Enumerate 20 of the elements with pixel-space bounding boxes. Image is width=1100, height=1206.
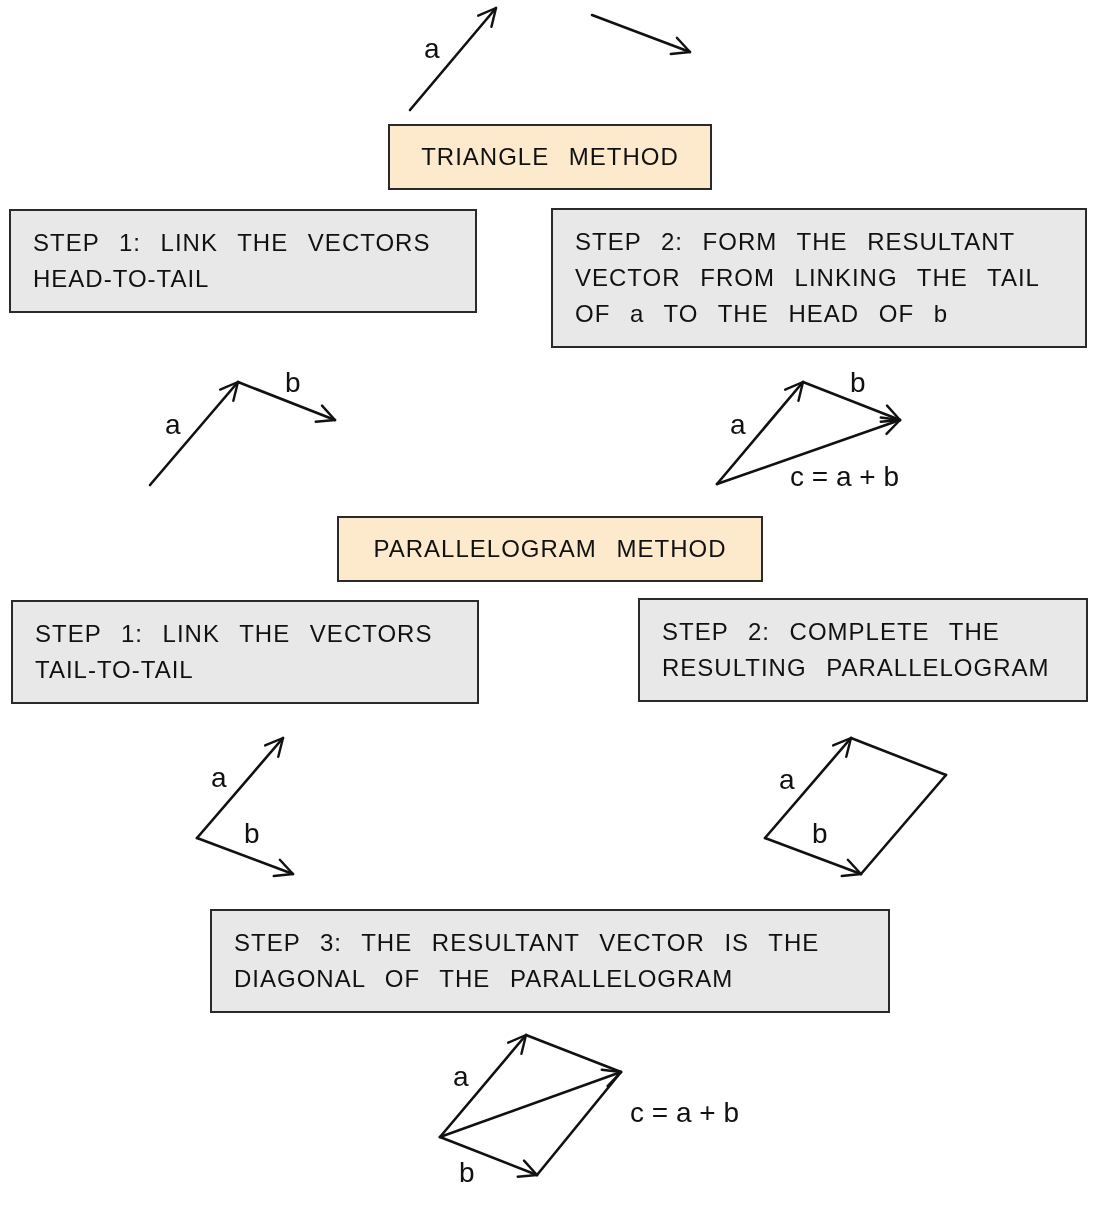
vector-label: b [812, 819, 828, 849]
vector-label: a [453, 1062, 469, 1092]
method-heading-box: PARALLELOGRAM METHOD [337, 516, 763, 582]
step-box: STEP 1: LINK THE VECTORS TAIL-TO-TAIL [11, 600, 479, 704]
step-box: STEP 1: LINK THE VECTORS HEAD-TO-TAIL [9, 209, 477, 313]
vector-label: a [165, 410, 181, 440]
vector-label: b [459, 1158, 475, 1188]
vector-equation: c = a + b [630, 1098, 739, 1128]
vector-label: b [285, 368, 301, 398]
vector-label: b [244, 819, 260, 849]
step-box: STEP 2: FORM THE RESULTANT VECTOR FROM LINKING THE TAIL OF a TO THE HEAD OF b [551, 208, 1087, 348]
vector-equation: c = a + b [790, 462, 899, 492]
vector-label: a [730, 410, 746, 440]
step-box: STEP 3: THE RESULTANT VECTOR IS THE DIAGONAL OF THE PARALLELOGRAM [210, 909, 890, 1013]
step-box: STEP 2: COMPLETE THE RESULTING PARALLELOGRAM [638, 598, 1088, 702]
vector-label: b [850, 368, 866, 398]
vector-label: a [424, 34, 440, 64]
method-heading-box: TRIANGLE METHOD [388, 124, 712, 190]
vector-label: a [779, 765, 795, 795]
vector-label: a [211, 763, 227, 793]
